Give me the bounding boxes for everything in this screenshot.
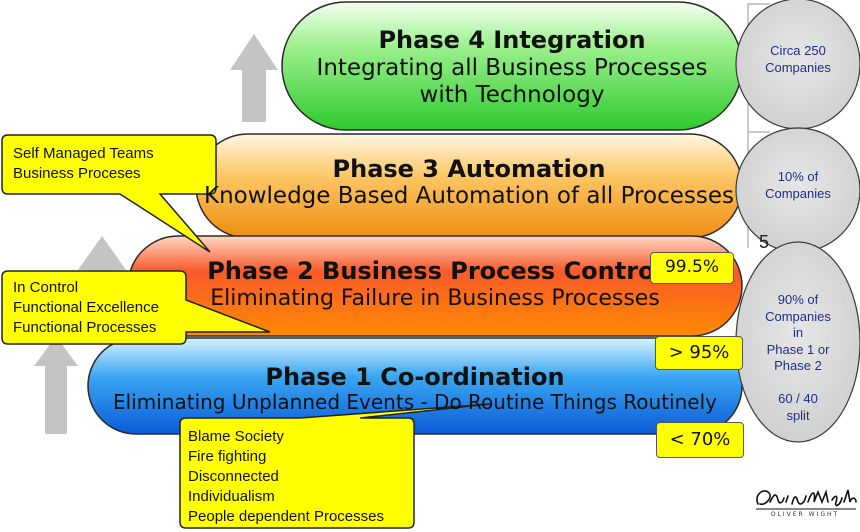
partial-digit: 5 — [759, 232, 770, 252]
circle-line: Companies — [765, 308, 831, 324]
callout-line: Functional Processes — [13, 319, 157, 336]
phase-3-subtitle: Knowledge Based Automation of all Proces… — [204, 183, 734, 209]
callout-line: In Control — [13, 279, 79, 296]
phase-2-subtitle: Eliminating Failure in Business Processe… — [210, 286, 660, 311]
circle-line: split — [786, 407, 810, 423]
circle-line: 10% of — [777, 169, 819, 184]
phase-1-upper-percent-tag: > 95% — [655, 336, 743, 370]
phase-2-percent-tag: 99.5% — [650, 252, 734, 284]
phase-4-title: Phase 4 Integration — [378, 26, 646, 54]
circle-line: Phase 1 or — [766, 341, 830, 357]
callout-line: Functional Excellence — [13, 299, 159, 316]
circle-line: 60 / 40 — [778, 391, 818, 406]
circle-line: 90% of — [777, 292, 819, 307]
phase-1-2-circle-text: 90% of Companies in Phase 1 or Phase 2 6… — [742, 292, 854, 424]
phase-3-title: Phase 3 Automation — [332, 155, 606, 183]
callout-line: Fire fighting — [188, 448, 267, 465]
callout-line: Blame Society — [188, 428, 284, 445]
callout-line: Business Proceses — [13, 165, 141, 182]
phase-4-circle-text: Circa 250 Companies — [742, 43, 854, 76]
phase-2-title: Phase 2 Business Process Control — [207, 257, 663, 285]
phase-1-title: Phase 1 Co-ordination — [265, 363, 565, 391]
phase-4-subtitle-line2: with Technology — [419, 82, 605, 108]
callout-bottom-shape — [179, 403, 491, 529]
callout-line: Self Managed Teams — [13, 145, 154, 162]
callout-line: Individualism — [188, 488, 275, 505]
oliver-wight-logo: OLIVER WIGHT — [752, 482, 858, 522]
circle-line: in — [792, 325, 804, 340]
logo-caption: OLIVER WIGHT — [770, 511, 840, 518]
callout-middle-shape — [1, 270, 271, 345]
circle-line: Circa 250 — [770, 43, 826, 58]
phase-1-lower-percent-tag: < 70% — [656, 422, 744, 458]
callout-middle-text: In Control Functional Excellence Functio… — [13, 278, 159, 338]
circle-line: Companies — [765, 185, 831, 201]
logo-signature-icon — [756, 489, 857, 510]
callout-top-shape — [1, 134, 217, 253]
phase-4-subtitle-line1: Integrating all Business Processes — [316, 55, 708, 81]
circle-line: Phase 2 — [774, 358, 822, 373]
phase-3-circle-text: 10% of Companies — [742, 169, 854, 202]
phase-1-subtitle: Eliminating Unplanned Events - Do Routin… — [113, 390, 717, 414]
circle-line: Companies — [765, 59, 831, 75]
circle-line — [742, 375, 854, 392]
callout-top-text: Self Managed Teams Business Proceses — [13, 144, 154, 184]
callout-line: People dependent Processes — [188, 508, 384, 525]
callout-line: Disconnected — [188, 468, 279, 485]
callout-bottom-text: Blame Society Fire fighting Disconnected… — [188, 427, 384, 527]
